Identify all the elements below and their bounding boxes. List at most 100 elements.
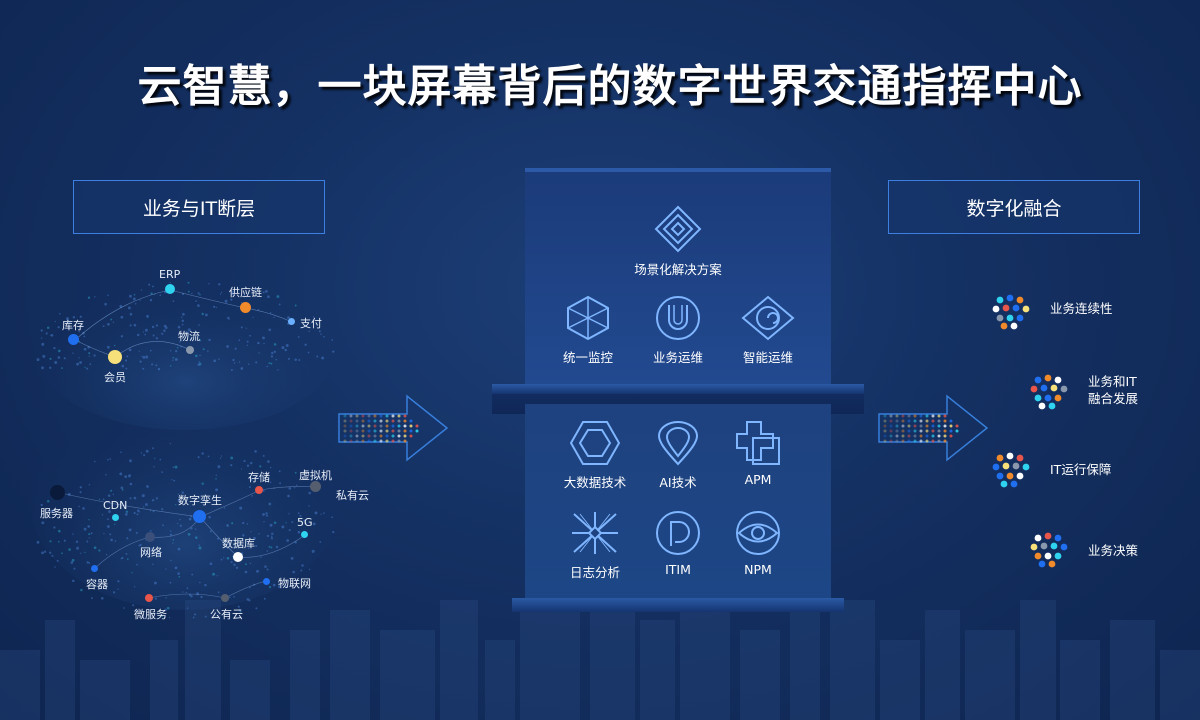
cluster-dot [1034,552,1042,560]
globe-dot [273,343,277,346]
crosshatch-icon [572,512,618,554]
globe-dot [233,595,235,598]
globe-dot [247,543,249,545]
globe-dot [161,332,164,335]
globe-dot [270,537,274,540]
globe-dot [262,513,265,516]
globe-dot [291,521,294,524]
arrow-dot [379,434,383,438]
globe-dot [219,457,222,459]
globe-dot [161,508,164,511]
globe-dot [139,543,142,547]
globe-dot [190,527,192,530]
5g-node-dot [301,531,308,538]
intelligent-ops-feature: 智能运维 [718,295,818,366]
globe-dot [159,294,162,297]
globe-dot [142,367,145,370]
arrow-dot [355,419,359,423]
globe-dot [177,572,180,575]
globe-dot [149,298,153,302]
globe-dot [271,351,274,355]
globe-dot [244,570,248,574]
globe-dot [136,333,140,337]
globe-dot [119,304,123,308]
arrow-dot [379,424,383,428]
globe-dot [279,482,282,485]
globe-dot [90,532,93,535]
globe-dot [172,539,175,541]
globe-dot [190,515,193,518]
storage-node-label: 存储 [248,471,270,484]
globe-dot [256,569,259,573]
globe-dot [231,522,234,525]
globe-dot [237,605,240,608]
globe-dot [151,499,155,502]
globe-dot [165,326,168,330]
globe-dot [163,324,167,328]
globe-dot [101,597,104,600]
globe-dot [41,342,45,346]
business-ops-label: 业务运维 [652,350,703,365]
globe-dot [188,593,192,597]
globe-dot [129,312,133,316]
globe-dot [254,450,257,453]
globe-dot [124,513,128,516]
globe-dot [150,292,153,295]
arrow-dot [901,424,905,428]
globe-dot [308,491,311,495]
location-pin-icon [657,421,699,466]
globe-dot [219,293,222,295]
arrow-dot [343,439,347,443]
arrow-dot [943,434,947,438]
center-panel-ledge [492,384,864,394]
globe-dot [177,547,181,551]
globe-dot [172,300,175,303]
globe-dot [107,494,111,497]
globe-dot [197,363,201,366]
arrow-dot [919,434,923,438]
business-ops-feature: 业务运维 [628,295,728,366]
globe-dot [277,585,281,589]
globe-dot [93,354,96,357]
globe-dot [215,478,217,480]
globe-dot [165,568,167,570]
cluster-dot [1016,296,1024,304]
globe-dot [86,367,89,370]
globe-dot [242,534,245,537]
arrow-dot [403,429,407,433]
globe-dot [230,369,233,371]
arrow-dot [415,424,419,428]
globe-dot [120,558,122,560]
cluster-dot [1030,543,1038,551]
globe-dot [129,459,132,463]
globe-dot [216,575,218,577]
globe-dot [169,365,172,367]
arrow-dot [343,429,347,433]
arrow-dot [403,439,407,443]
arrow-dot [925,429,929,433]
arrow-dot [361,439,365,443]
log-analysis-label: 日志分析 [569,565,620,580]
globe-dot [190,594,193,598]
arrow-dot [367,424,371,428]
center-panel-base [512,598,844,612]
globe-dot [57,529,61,533]
business-it-fusion-dots-icon [1030,374,1068,410]
globe-dot [162,524,164,527]
cluster-dot [996,314,1004,322]
globe-dot [275,358,278,361]
globe-dot [240,468,243,470]
digital-fusion-label: 数字化融合 [966,197,1062,220]
globe-dot [301,564,304,567]
arrow-dot [349,439,353,443]
arrow-dot [913,429,917,433]
arrow-dot [379,414,383,418]
arrow-dot [343,424,347,428]
cluster-dot [1006,294,1014,302]
globe-dot [204,615,207,618]
arrow-dot [925,439,929,443]
arrow-dot [409,424,413,428]
globe-dot [281,346,285,350]
globe-dot [178,575,181,578]
globe-dot [273,487,275,489]
